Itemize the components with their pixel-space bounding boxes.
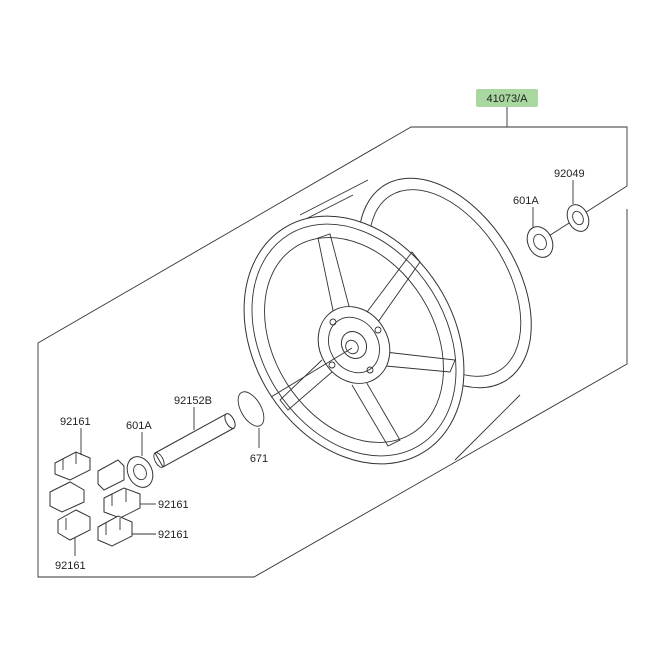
rear-wheel[interactable]: [199, 147, 567, 505]
assembly-label[interactable]: 41073/A: [476, 89, 538, 127]
o-ring[interactable]: 671: [233, 388, 269, 465]
o-ring-label: 671: [250, 453, 268, 465]
collar-label: 92152B: [174, 395, 212, 407]
bearing-left-label: 601A: [126, 420, 152, 432]
damper-low[interactable]: 92161: [97, 515, 189, 547]
damper-mid[interactable]: 92161: [49, 459, 189, 519]
damper-bottom-label: 92161: [55, 560, 86, 572]
assembly-frame: [37, 126, 628, 578]
collar[interactable]: 92152B: [152, 395, 238, 469]
damper-bottom[interactable]: 92161: [55, 509, 91, 572]
seal-right-label: 92049: [554, 168, 585, 180]
bearing-right[interactable]: 601A: [513, 195, 558, 262]
wheel-spokes: [279, 233, 456, 447]
bearing-left[interactable]: 601A: [122, 420, 157, 492]
damper-mid-label: 92161: [158, 499, 189, 511]
damper-low-label: 92161: [158, 529, 189, 541]
assembly-label-text: 41073/A: [487, 93, 529, 105]
bearing-right-label: 601A: [513, 195, 539, 207]
damper-top-label: 92161: [60, 416, 91, 428]
damper-top[interactable]: 92161: [54, 416, 91, 481]
seal-right[interactable]: 92049: [554, 168, 593, 235]
